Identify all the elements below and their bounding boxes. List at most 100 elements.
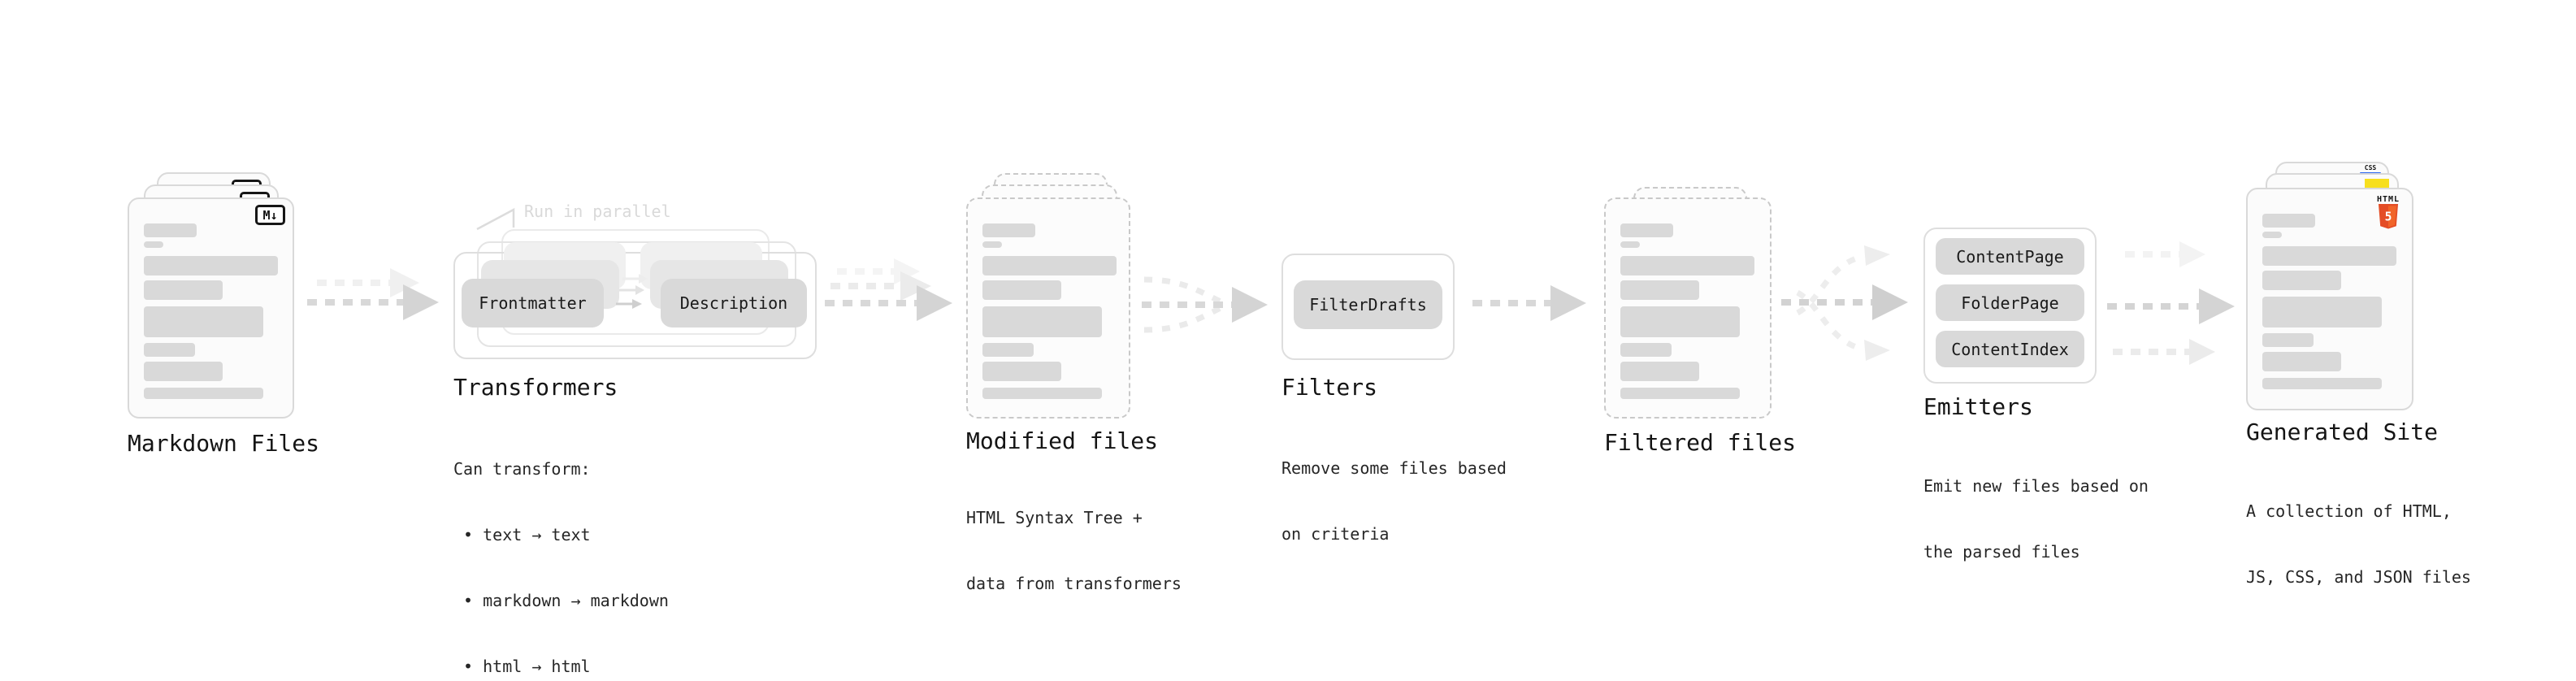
- css-icon-label: CSS: [2364, 164, 2377, 171]
- run-in-parallel-leader-line: [476, 207, 515, 231]
- generated-site-label: Generated Site: [2246, 419, 2439, 445]
- description-chip-label: Description: [679, 293, 788, 313]
- filtered-file-card-front: [1604, 197, 1772, 419]
- doc-content-bars: [968, 199, 1129, 417]
- content-bar: [1620, 306, 1740, 337]
- modified-file-card-front: [966, 197, 1130, 419]
- content-bar: [144, 388, 263, 399]
- doc-content-bars: [1606, 199, 1770, 417]
- arrow-filtered-to-emitters-branch-down: [1796, 289, 1890, 361]
- content-bar: [982, 343, 1034, 357]
- description-line: • html → html: [453, 657, 591, 676]
- filters-label: Filters: [1281, 374, 1378, 401]
- content-bar: [2262, 333, 2314, 347]
- content-bar: [982, 362, 1061, 381]
- description-line: on criteria: [1281, 524, 1390, 544]
- markdown-icon: M↓: [255, 205, 285, 225]
- content-bar: [1620, 362, 1699, 381]
- arrow-markdown-to-transformers: [307, 284, 439, 320]
- content-bar: [2262, 214, 2315, 228]
- javascript-icon: [2365, 179, 2389, 189]
- svg-text:5: 5: [2385, 210, 2392, 224]
- content-bar: [982, 388, 1102, 399]
- contentindex-chip: ContentIndex: [1936, 331, 2084, 367]
- filters-container: [1281, 254, 1455, 360]
- arrow-filtered-to-emitters: [1781, 284, 1908, 320]
- frontmatter-chip: Frontmatter: [462, 279, 604, 327]
- content-bar: [2262, 352, 2341, 371]
- arrow-filtered-to-emitters-branch-up: [1796, 245, 1890, 316]
- arrow-modified-to-filters: [1142, 287, 1268, 323]
- html5-shield: 5: [2378, 204, 2399, 229]
- description-line: the parsed files: [1923, 542, 2080, 562]
- doc-content-bars: [129, 199, 293, 417]
- contentpage-chip-label: ContentPage: [1956, 246, 2064, 267]
- content-bar: [144, 343, 195, 357]
- description-line: data from transformers: [966, 574, 1182, 593]
- content-bar: [1620, 343, 1672, 357]
- content-bar: [144, 306, 263, 337]
- contentpage-chip: ContentPage: [1936, 238, 2084, 275]
- content-bar: [1620, 280, 1699, 300]
- arrow-transformers-to-modified-ghost2: [837, 258, 920, 284]
- arrow-markdown-to-transformers-ghost: [317, 268, 419, 297]
- arrow-emitters-to-generated-top: [2125, 241, 2205, 267]
- frontmatter-chip-label: Frontmatter: [479, 293, 587, 313]
- filterdrafts-chip: FilterDrafts: [1294, 280, 1442, 329]
- run-in-parallel-annotation: Run in parallel: [524, 202, 671, 221]
- content-bar: [2262, 246, 2396, 266]
- arrow-modified-to-filters-merge-bottom: [1143, 305, 1222, 333]
- filters-description: Remove some files based on criteria: [1281, 414, 1507, 589]
- folderpage-chip: FolderPage: [1936, 284, 2084, 321]
- content-bar: [144, 223, 197, 237]
- description-line: A collection of HTML,: [2246, 501, 2452, 521]
- content-bar: [2262, 297, 2382, 327]
- content-bar: [1620, 256, 1754, 275]
- emitters-container: [1923, 228, 2097, 384]
- content-bar: [2262, 232, 2282, 238]
- description-line: • markdown → markdown: [453, 591, 669, 610]
- description-line: HTML Syntax Tree +: [966, 508, 1143, 527]
- emitters-description: Emit new files based on the parsed files: [1923, 432, 2149, 607]
- content-bar: [2262, 378, 2382, 389]
- content-bar: [1620, 223, 1673, 237]
- content-bar: [982, 280, 1061, 300]
- arrow-emitters-to-generated-bottom: [2113, 339, 2215, 365]
- description-chip: Description: [661, 279, 807, 327]
- description-line: Can transform:: [453, 459, 591, 479]
- content-bar: [2262, 271, 2341, 290]
- description-line: Emit new files based on: [1923, 476, 2149, 496]
- transformers-label: Transformers: [453, 374, 618, 401]
- filtered-files-label: Filtered files: [1604, 429, 1797, 456]
- arrow-transformers-to-modified: [825, 285, 952, 321]
- content-bar: [982, 223, 1035, 237]
- content-bar: [1620, 388, 1740, 399]
- arrow-transformers-to-modified-ghost1: [830, 271, 931, 301]
- markdown-icon-label: M↓: [262, 207, 278, 223]
- transformers-description: Can transform: • text → text • markdown …: [453, 414, 669, 681]
- html5-icon: HTML 5: [2374, 196, 2403, 232]
- content-bar: [144, 280, 223, 300]
- content-bar: [144, 241, 163, 248]
- content-bar: [144, 256, 278, 275]
- generated-file-card-front: HTML 5: [2246, 188, 2413, 410]
- contentindex-chip-label: ContentIndex: [1951, 339, 2069, 359]
- transformer-container-front: [453, 252, 817, 359]
- modified-files-label: Modified files: [966, 427, 1159, 454]
- content-bar: [982, 256, 1117, 275]
- markdown-files-label: Markdown Files: [128, 430, 320, 457]
- filterdrafts-chip-label: FilterDrafts: [1309, 295, 1427, 314]
- markdown-file-card-front: M↓: [128, 197, 294, 419]
- content-bar: [982, 241, 1002, 248]
- arrow-modified-to-filters-merge-top: [1143, 276, 1222, 305]
- doc-content-bars: [2248, 189, 2412, 409]
- content-bar: [982, 306, 1102, 337]
- description-line: • text → text: [453, 525, 591, 544]
- content-bar: [1620, 241, 1640, 248]
- modified-files-description: HTML Syntax Tree + data from transformer…: [966, 463, 1182, 639]
- description-line: Remove some files based: [1281, 458, 1507, 478]
- description-line: JS, CSS, and JSON files: [2246, 567, 2471, 587]
- content-bar: [144, 362, 223, 381]
- arrow-emitters-to-generated-middle: [2107, 288, 2235, 324]
